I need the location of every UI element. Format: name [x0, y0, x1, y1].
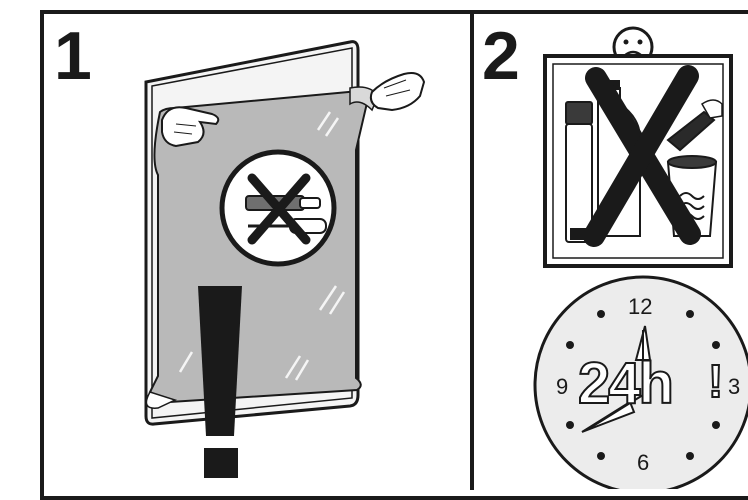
step-number-1: 1 [54, 22, 92, 90]
step-number-2: 2 [482, 22, 520, 90]
right-hand-icon [371, 73, 424, 110]
no-chemicals-box [545, 56, 731, 266]
panel-1-illustration [146, 42, 424, 478]
clock-numeral-12: 12 [628, 294, 652, 320]
clock-numeral-9: 9 [556, 374, 568, 400]
no-sharp-tools-icon [222, 152, 334, 264]
clock-numeral-6: 6 [637, 450, 649, 476]
wait-duration-label: 24h [578, 350, 672, 417]
warning-exclamation-icon [198, 286, 242, 478]
panel-2-illustration [535, 28, 748, 489]
wait-exclamation-mark: ! [708, 354, 723, 408]
clock-numeral-3: 3 [728, 374, 740, 400]
spray-can-icon [566, 102, 592, 242]
